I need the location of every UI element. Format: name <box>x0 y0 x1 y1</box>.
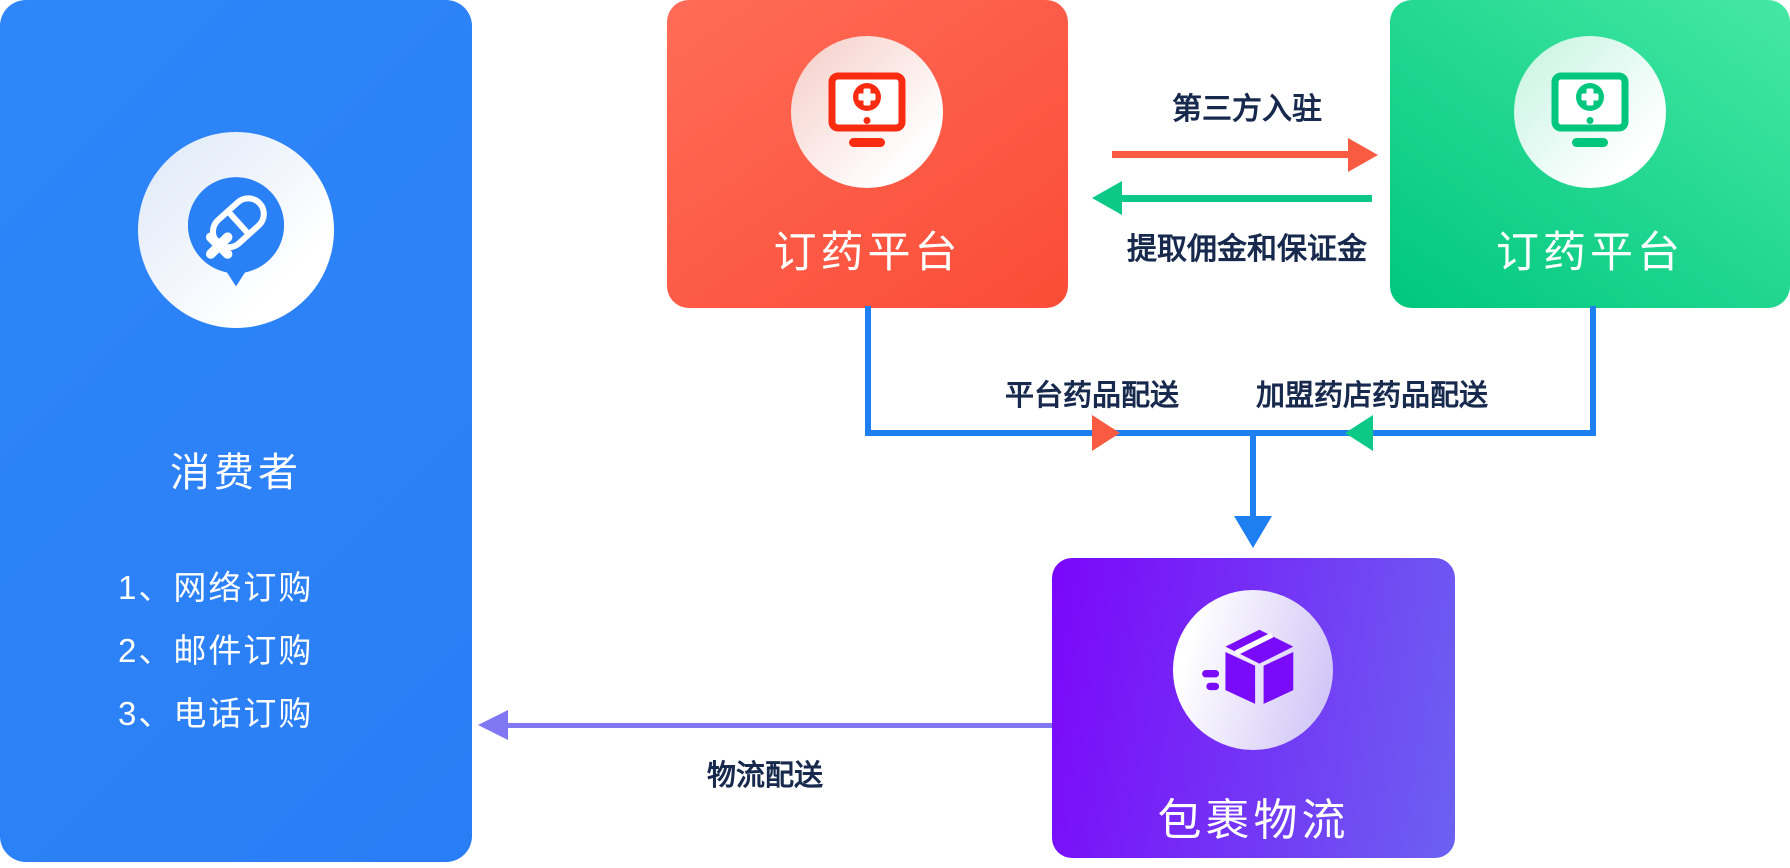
logistics-badge <box>1173 590 1333 750</box>
platform-partner-card: 订药平台 <box>1390 0 1790 308</box>
list-item-phone-order: 3、电话订购 <box>118 695 314 732</box>
arrow-commission-line <box>1122 195 1372 202</box>
arrow-commission-head-left-icon <box>1092 181 1122 215</box>
arrow-third-party-head-right-icon <box>1348 138 1378 172</box>
monitor-medical-cross-icon <box>1551 72 1629 147</box>
consumer-badge <box>138 132 334 328</box>
connector-platform-partner-down <box>1590 306 1596 433</box>
platform-main-title: 订药平台 <box>773 229 962 277</box>
connector-horizontal <box>865 430 1596 436</box>
arrow-logistics-head-left-icon <box>478 710 508 740</box>
consumer-order-list: 1、网络订购 2、邮件订购 3、电话订购 <box>118 556 313 745</box>
connector-platform-main-down <box>865 306 871 433</box>
list-item-web-order: 1、网络订购 <box>118 569 314 606</box>
consumer-title: 消费者 <box>170 451 302 495</box>
monitor-medical-cross-icon <box>828 72 906 147</box>
arrow-franchise-delivery-head-left-icon <box>1345 415 1373 451</box>
platform-partner-badge <box>1514 36 1666 188</box>
connector-to-logistics <box>1250 436 1256 516</box>
arrow-platform-delivery-head-right-icon <box>1092 415 1120 451</box>
consumer-card: 消费者 1、网络订购 2、邮件订购 3、电话订购 <box>0 0 472 862</box>
edge-label-third-party-join: 第三方入驻 <box>1172 93 1322 126</box>
edge-label-logistics-delivery: 物流配送 <box>706 760 823 792</box>
list-item-mail-order: 2、邮件订购 <box>118 632 314 669</box>
edge-label-franchise-delivery: 加盟药店药品配送 <box>1255 380 1488 412</box>
arrow-logistics-line <box>505 723 1052 728</box>
platform-partner-title: 订药平台 <box>1496 229 1684 277</box>
edge-label-platform-delivery: 平台药品配送 <box>1004 380 1179 412</box>
pill-chat-bubble-icon <box>188 177 285 287</box>
platform-main-card: 订药平台 <box>667 0 1068 308</box>
arrow-third-party-line <box>1112 151 1348 158</box>
logistics-title: 包裹物流 <box>1157 796 1350 845</box>
platform-main-badge <box>791 36 943 188</box>
edge-label-commission-deposit: 提取佣金和保证金 <box>1127 233 1367 266</box>
logistics-card: 包裹物流 <box>1052 558 1455 858</box>
shipping-box-icon <box>1202 629 1294 704</box>
arrow-down-head-icon <box>1234 516 1272 548</box>
